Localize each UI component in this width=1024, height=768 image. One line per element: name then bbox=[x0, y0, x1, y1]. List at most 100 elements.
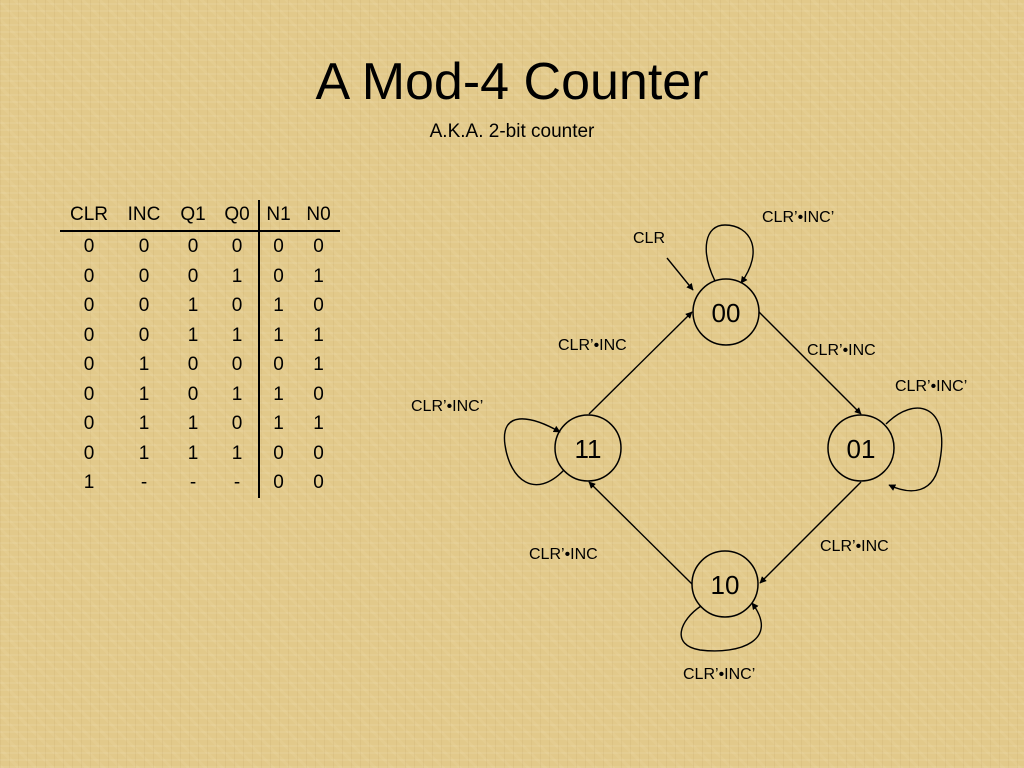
slide-title: A Mod-4 Counter bbox=[315, 53, 709, 111]
cell-q1: 0 bbox=[187, 354, 199, 375]
header-n1: N1 bbox=[259, 200, 297, 232]
transition-01-to-10 bbox=[759, 481, 862, 584]
self-loop-00 bbox=[705, 224, 754, 284]
cell-n1: 1 bbox=[273, 413, 284, 434]
cell-n0: 0 bbox=[313, 383, 324, 405]
state-node-10: 10 bbox=[691, 550, 759, 618]
transition-00-to-01 bbox=[758, 311, 862, 415]
cell-q0: 1 bbox=[216, 379, 260, 409]
cell-n0: 0 bbox=[313, 442, 324, 464]
transition-01-10-label: CLR’•INC bbox=[820, 538, 889, 555]
table-row: 0 1 1 0 1 1 bbox=[60, 409, 340, 439]
cell-n0: 0 bbox=[313, 295, 324, 316]
transition-10-to-11 bbox=[588, 481, 693, 585]
self-loop-01-label: CLR’•INC’ bbox=[895, 378, 967, 395]
cell-n1: 0 bbox=[273, 236, 284, 257]
cell-q1: 1 bbox=[187, 324, 199, 346]
cell-inc: 0 bbox=[138, 295, 150, 316]
table-row: 0 1 0 0 0 1 bbox=[60, 350, 340, 380]
cell-n0: 1 bbox=[313, 413, 324, 434]
state-label: 10 bbox=[711, 570, 740, 600]
cell-q0: - bbox=[216, 468, 260, 498]
state-label: 01 bbox=[847, 434, 876, 464]
table-row: 0 1 0 1 1 0 bbox=[60, 379, 340, 409]
transition-10-11-label: CLR’•INC bbox=[529, 546, 598, 563]
cell-inc: 1 bbox=[138, 383, 150, 405]
self-loop-10 bbox=[680, 602, 763, 652]
cell-q1: 0 bbox=[187, 236, 199, 257]
cell-clr: 0 bbox=[83, 324, 95, 346]
cell-clr: 0 bbox=[83, 236, 95, 257]
table-row: 0 0 1 0 1 0 bbox=[60, 291, 340, 321]
cell-q0: 0 bbox=[216, 350, 260, 380]
transition-00-01-label: CLR’•INC bbox=[807, 342, 876, 359]
state-node-11: 11 bbox=[554, 414, 622, 482]
state-node-01: 01 bbox=[827, 414, 895, 482]
transition-11-00-label: CLR’•INC bbox=[558, 337, 627, 354]
cell-n1: 0 bbox=[273, 354, 284, 375]
self-loop-00-label: CLR’•INC’ bbox=[762, 209, 834, 226]
header-n0: N0 bbox=[297, 200, 340, 232]
cell-q0: 1 bbox=[216, 320, 260, 350]
cell-n1: 1 bbox=[273, 383, 284, 405]
cell-q0: 0 bbox=[216, 409, 260, 439]
cell-q1: - bbox=[189, 472, 197, 493]
cell-inc: 0 bbox=[138, 236, 150, 257]
cell-inc: 0 bbox=[138, 324, 150, 346]
cell-n1: 0 bbox=[273, 442, 284, 464]
state-circle bbox=[554, 414, 622, 482]
state-label: 11 bbox=[575, 434, 602, 464]
cell-clr: 0 bbox=[83, 383, 95, 405]
cell-n0: 1 bbox=[313, 354, 324, 375]
cell-n0: 1 bbox=[313, 265, 324, 287]
cell-q1: 1 bbox=[187, 295, 199, 316]
cell-q1: 0 bbox=[187, 383, 199, 405]
self-loop-01 bbox=[885, 407, 943, 492]
cell-q1: 1 bbox=[187, 442, 199, 464]
state-circle bbox=[827, 414, 895, 482]
truth-table: CLR INC Q1 Q0 N1 N0 0 0 0 0 0 0 0 0 0 1 … bbox=[60, 200, 340, 498]
cell-clr: 0 bbox=[83, 354, 95, 375]
header-q1: Q1 bbox=[170, 200, 216, 232]
self-loop-10-label: CLR’•INC’ bbox=[683, 666, 755, 683]
cell-n1: 1 bbox=[273, 324, 284, 346]
cell-q1: 1 bbox=[187, 413, 199, 434]
table-row: 0 1 1 1 0 0 bbox=[60, 438, 340, 468]
truth-table-header-row: CLR INC Q1 Q0 N1 N0 bbox=[60, 200, 340, 232]
header-clr: CLR bbox=[60, 200, 118, 232]
cell-inc: 1 bbox=[138, 354, 150, 375]
cell-inc: 0 bbox=[138, 265, 150, 287]
table-row: 0 0 0 0 0 0 bbox=[60, 231, 340, 262]
cell-clr: 0 bbox=[83, 413, 95, 434]
cell-clr: 0 bbox=[83, 265, 95, 287]
table-row: 0 0 0 1 0 1 bbox=[60, 261, 340, 291]
table-row: 1 - - - 0 0 bbox=[60, 468, 340, 498]
table-row: 0 0 1 1 1 1 bbox=[60, 320, 340, 350]
cell-inc: - bbox=[140, 472, 148, 493]
header-q0: Q0 bbox=[216, 200, 260, 232]
header-inc: INC bbox=[118, 200, 170, 232]
cell-inc: 1 bbox=[138, 442, 150, 464]
cell-n0: 1 bbox=[313, 324, 324, 346]
cell-n1: 1 bbox=[273, 295, 284, 316]
self-loop-11 bbox=[503, 418, 565, 486]
cell-inc: 1 bbox=[138, 413, 150, 434]
self-loop-11-label: CLR’•INC’ bbox=[411, 398, 483, 415]
cell-clr: 0 bbox=[83, 442, 95, 464]
reset-label: CLR bbox=[633, 230, 665, 247]
cell-n0: 0 bbox=[313, 236, 324, 257]
state-label: 00 bbox=[712, 298, 741, 328]
cell-q0: 0 bbox=[216, 291, 260, 321]
slide-subtitle: A.K.A. 2-bit counter bbox=[429, 121, 595, 142]
transition-11-to-00 bbox=[588, 311, 693, 415]
cell-n1: 0 bbox=[273, 265, 284, 287]
cell-clr: 0 bbox=[83, 295, 95, 316]
cell-n1: 0 bbox=[273, 472, 284, 493]
cell-q0: 1 bbox=[216, 261, 260, 291]
cell-q0: 0 bbox=[216, 231, 260, 262]
cell-q0: 1 bbox=[216, 438, 260, 468]
cell-n0: 0 bbox=[313, 472, 324, 493]
state-node-00: 00 bbox=[692, 278, 760, 346]
cell-clr: 1 bbox=[83, 472, 95, 493]
